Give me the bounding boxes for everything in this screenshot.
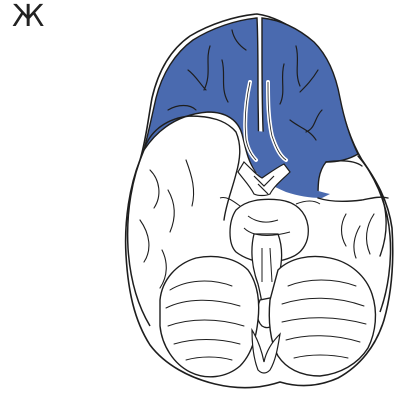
cerebellum-right: [269, 257, 375, 377]
cerebellum-left: [160, 257, 259, 377]
